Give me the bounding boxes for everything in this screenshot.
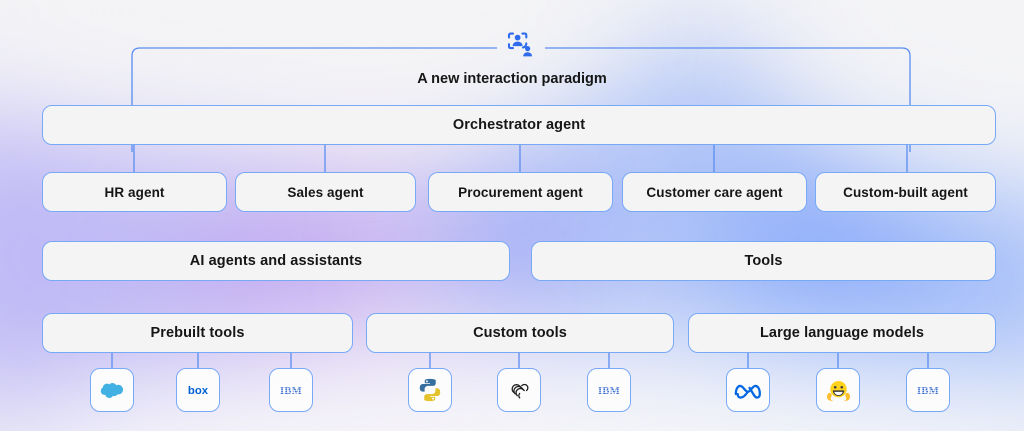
node-ai-agents-and-assistants[interactable]: AI agents and assistants [42, 241, 510, 281]
logo-tile-box[interactable]: box [176, 368, 220, 412]
node-tools[interactable]: Tools [531, 241, 996, 281]
node-prebuilt-tools[interactable]: Prebuilt tools [42, 313, 353, 353]
node-label: HR agent [104, 184, 165, 200]
node-label: Custom-built agent [843, 184, 968, 200]
node-sales-agent[interactable]: Sales agent [235, 172, 416, 212]
user-community-icon [503, 31, 537, 61]
node-hr-agent[interactable]: HR agent [42, 172, 227, 212]
ibm-logo: IBM [276, 384, 306, 396]
box-logo: box [182, 384, 214, 396]
logo-tile-ibm-1[interactable]: IBM [269, 368, 313, 412]
svg-text:IBM: IBM [917, 386, 939, 396]
logo-tile-ibm-2[interactable]: IBM [587, 368, 631, 412]
python-logo [417, 377, 443, 403]
logo-tile-langchain[interactable] [497, 368, 541, 412]
logo-tile-huggingface[interactable] [816, 368, 860, 412]
node-label: Custom tools [473, 325, 567, 341]
svg-text:IBM: IBM [598, 386, 620, 396]
logo-tile-ibm-3[interactable]: IBM [906, 368, 950, 412]
node-label: Procurement agent [458, 184, 583, 200]
node-label: AI agents and assistants [189, 253, 363, 269]
logo-tile-salesforce[interactable] [90, 368, 134, 412]
node-label: Sales agent [287, 184, 364, 200]
salesforce-logo [98, 381, 126, 400]
node-label: Large language models [759, 325, 925, 341]
svg-text:box: box [188, 385, 209, 396]
node-custom-built-agent[interactable]: Custom-built agent [815, 172, 996, 212]
logo-tile-meta[interactable] [726, 368, 770, 412]
node-customer-care-agent[interactable]: Customer care agent [622, 172, 807, 212]
logo-tile-python[interactable] [408, 368, 452, 412]
langchain-logo [507, 378, 531, 402]
node-large-language-models[interactable]: Large language models [688, 313, 996, 353]
ibm-logo: IBM [913, 384, 943, 396]
node-procurement-agent[interactable]: Procurement agent [428, 172, 613, 212]
huggingface-logo [826, 379, 851, 402]
meta-logo [733, 381, 763, 399]
node-label: Tools [744, 253, 783, 269]
node-label: Prebuilt tools [150, 325, 245, 341]
node-label: Customer care agent [646, 184, 783, 200]
ibm-logo: IBM [594, 384, 624, 396]
node-custom-tools[interactable]: Custom tools [366, 313, 674, 353]
svg-text:IBM: IBM [280, 386, 302, 396]
node-orchestrator-agent[interactable]: Orchestrator agent [42, 105, 996, 145]
node-label: Orchestrator agent [452, 117, 586, 133]
page-title: A new interaction paradigm [417, 71, 607, 87]
